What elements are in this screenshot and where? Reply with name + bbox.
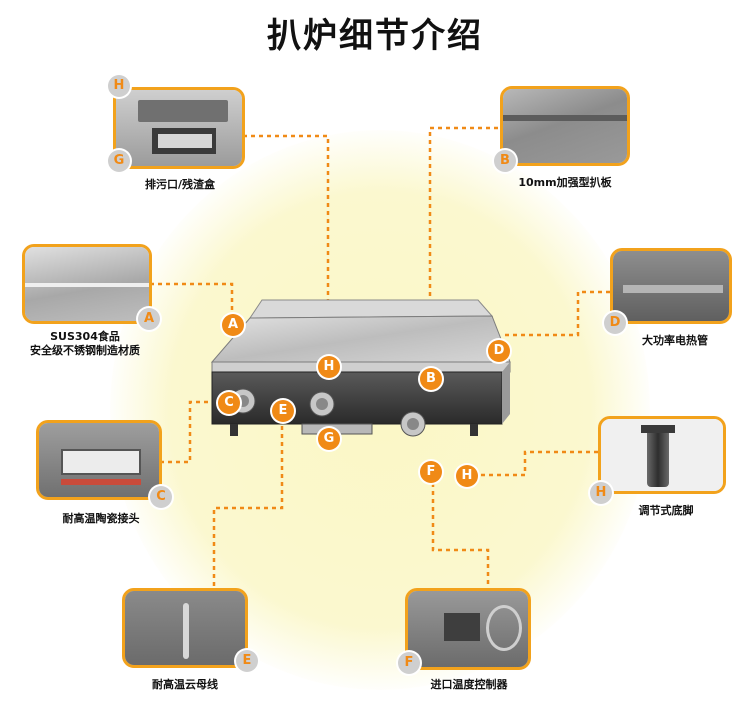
badge-c-inset: C [150, 486, 172, 508]
griddle-plate [210, 315, 511, 363]
inset-mica-wire [122, 588, 248, 668]
line-b [428, 126, 498, 370]
caption-heating-tube: 大功率电热管 [642, 334, 708, 347]
caption-mica-wire: 耐高温云母线 [152, 678, 218, 691]
feet-top [641, 425, 675, 433]
badge-d-inset: D [604, 312, 626, 334]
line-d [502, 290, 610, 337]
caption-drain: 排污口/残渣盒 [144, 178, 216, 191]
drain-box-shape [138, 100, 228, 122]
badge-h-right-inset: H [590, 482, 612, 504]
inset-heating-tube [610, 248, 732, 324]
marker-e: E [272, 400, 294, 422]
inset-drain-outlet [113, 87, 245, 169]
ceramic-label [61, 479, 141, 485]
plate-photo [503, 89, 627, 163]
griddle-front-panel [211, 371, 503, 425]
plate-edge [503, 115, 627, 121]
marker-h: H [318, 356, 340, 378]
inset-temperature-controller [405, 588, 531, 670]
marker-c: C [218, 392, 240, 414]
badge-a-inset: A [138, 308, 160, 330]
caption-stainless: SUS304食品 安全级不锈钢制造材质 [0, 330, 170, 358]
controller-body [444, 613, 480, 641]
line-h-right [470, 450, 598, 477]
marker-b: B [420, 368, 442, 390]
marker-a: A [222, 314, 244, 336]
ceramic-block [61, 449, 141, 475]
mica-wire [183, 603, 189, 659]
badge-e-inset: E [236, 650, 258, 672]
heating-bar [623, 285, 723, 293]
caption-ceramic: 耐高温陶瓷接头 [62, 512, 140, 525]
marker-h-right: H [456, 465, 478, 487]
caption-stainless-line1: SUS304食品 [50, 330, 120, 343]
badge-h-top: H [108, 75, 130, 97]
griddle-side [502, 362, 510, 424]
line-f [420, 473, 490, 662]
caption-griddle-plate: 10mm加强型扒板 [518, 176, 612, 189]
line-c [160, 400, 218, 464]
caption-temperature-controller: 进口温度控制器 [430, 678, 508, 691]
griddle-foot-left [230, 424, 238, 436]
controller-coil [486, 605, 522, 651]
line-a [150, 282, 234, 318]
griddle-backsplash [249, 299, 494, 319]
badge-f-inset: F [398, 652, 420, 674]
marker-g: G [318, 428, 340, 450]
feet-shape [647, 425, 669, 487]
drain-tray [158, 134, 212, 148]
caption-stainless-line2: 安全级不锈钢制造材质 [30, 344, 140, 357]
caption-adjustable-feet: 调节式底脚 [638, 504, 694, 517]
inset-adjustable-feet [598, 416, 726, 494]
inset-stainless-body [22, 244, 152, 324]
griddle-lip [211, 361, 511, 373]
marker-f: F [420, 461, 442, 483]
griddle-foot-right [470, 424, 478, 436]
marker-d: D [488, 340, 510, 362]
inset-griddle-plate [500, 86, 630, 166]
page-title: 扒炉细节介绍 [267, 16, 483, 56]
body-edge [25, 283, 149, 287]
badge-g-top: G [108, 150, 130, 172]
inset-ceramic-connector [36, 420, 162, 500]
badge-b: B [494, 150, 516, 172]
